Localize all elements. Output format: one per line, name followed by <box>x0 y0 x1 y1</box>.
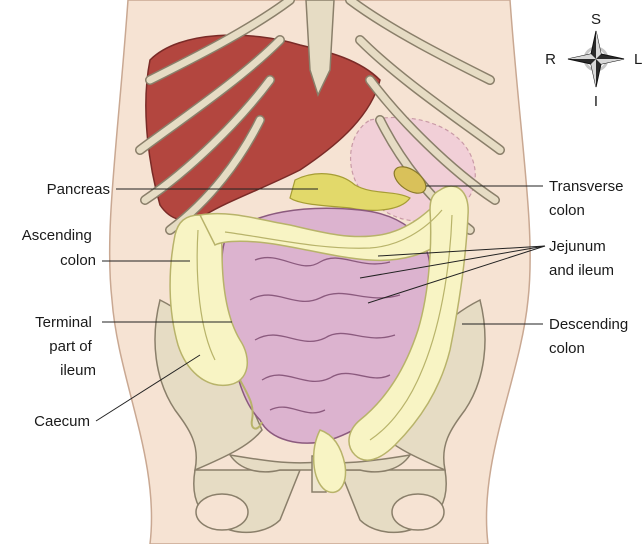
label-ascending-colon-line2: colon <box>60 252 96 269</box>
label-jejunum-ileum-line2: and ileum <box>549 262 614 279</box>
compass-superior: S <box>591 11 601 28</box>
compass-left: L <box>634 51 642 68</box>
label-terminal-ileum-line3: ileum <box>60 362 96 379</box>
label-terminal-ileum-line2: part of <box>49 338 92 355</box>
label-descending-colon: Descending colon <box>549 316 632 357</box>
label-terminal-ileum-line1: Terminal <box>35 314 92 331</box>
label-transverse-colon-line2: colon <box>549 202 585 219</box>
label-pancreas: Pancreas <box>47 181 110 198</box>
label-jejunum-ileum: Jejunum and ileum <box>549 238 614 279</box>
label-transverse-colon: Transverse colon <box>549 178 628 219</box>
label-jejunum-ileum-line1: Jejunum <box>549 238 606 255</box>
label-caecum: Caecum <box>34 413 90 430</box>
label-transverse-colon-line1: Transverse <box>549 178 623 195</box>
label-terminal-ileum: Terminal part of ileum <box>35 314 96 379</box>
label-ascending-colon-line1: Ascending <box>22 227 92 244</box>
compass-inferior: I <box>594 93 598 110</box>
compass-right: R <box>545 51 556 68</box>
label-descending-colon-line2: colon <box>549 340 585 357</box>
label-descending-colon-line1: Descending <box>549 316 628 333</box>
orientation-compass <box>568 31 624 87</box>
label-ascending-colon: Ascending colon <box>22 227 96 269</box>
